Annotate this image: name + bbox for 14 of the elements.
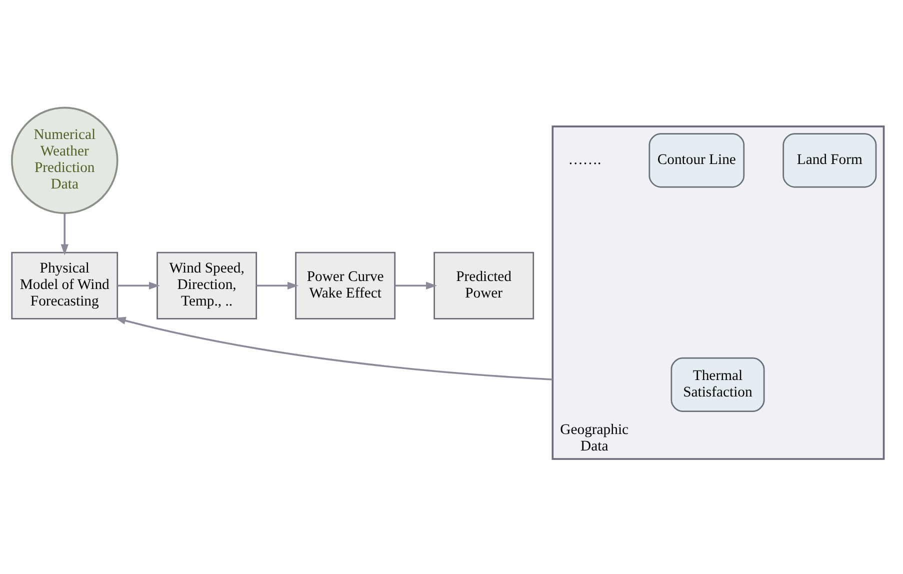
node-box: Power Curve Wake Effect bbox=[295, 252, 396, 320]
node-box: Land Form bbox=[782, 133, 877, 188]
arrow bbox=[117, 282, 160, 290]
node-circle: Numerical Weather Prediction Data bbox=[10, 106, 118, 214]
label: ……. bbox=[568, 152, 602, 168]
node-box: Contour Line bbox=[648, 133, 745, 188]
node-box: Predicted Power bbox=[434, 252, 534, 320]
node-box: Wind Speed, Direction, Temp., .. bbox=[156, 252, 258, 320]
arrow bbox=[395, 282, 438, 290]
arrow bbox=[60, 213, 68, 256]
arrow bbox=[114, 316, 553, 380]
arrow bbox=[256, 282, 299, 290]
node-box: Thermal Satisfaction bbox=[670, 357, 765, 412]
node-box: Physical Model of Wind Forecasting bbox=[11, 252, 118, 320]
